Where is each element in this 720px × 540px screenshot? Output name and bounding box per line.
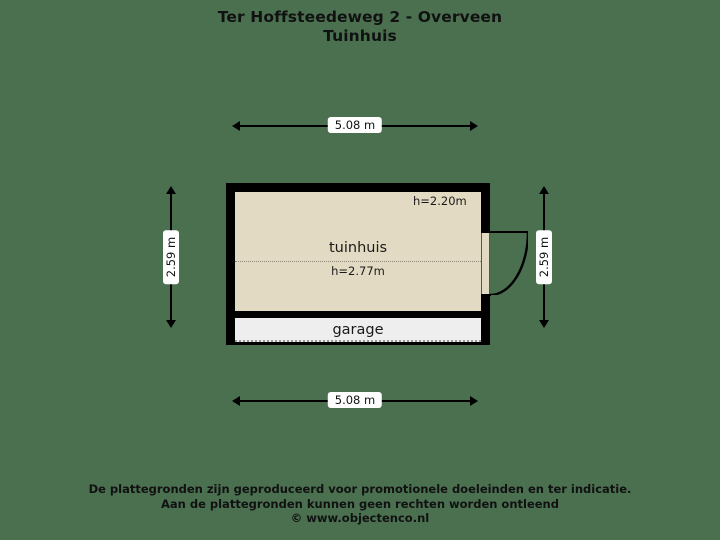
property-address: Ter Hoffsteedeweg 2 - Overveen — [217, 8, 503, 26]
disclaimer-line-2: Aan de plattegronden kunnen geen rechten… — [161, 496, 559, 511]
dimension-top: 5.08 m — [232, 117, 478, 133]
door-swing-arc-icon — [490, 232, 528, 295]
dimension-left: 2.59 m — [163, 186, 179, 328]
door-opening[interactable] — [481, 233, 490, 295]
dimension-top-label: 5.08 m — [327, 117, 383, 133]
dimension-bottom: 5.08 m — [232, 392, 478, 408]
disclaimer-footer: De plattegronden zijn geproduceerd voor … — [0, 482, 720, 526]
partition-dotted-line — [235, 261, 481, 262]
door-jamb-bottom — [481, 294, 491, 296]
disclaimer-line-1: De plattegronden zijn geproduceerd voor … — [88, 482, 632, 496]
arrow-left-icon — [232, 121, 240, 131]
dimension-right: 2.59 m — [536, 186, 552, 328]
room-label-tuinhuis: tuinhuis — [328, 240, 388, 256]
door-jamb-top — [481, 231, 491, 233]
room-garage[interactable] — [235, 318, 481, 342]
dimension-left-label: 2.59 m — [163, 229, 179, 285]
door-leaf — [490, 231, 528, 233]
ceiling-height-note: h=2.20m — [413, 194, 467, 208]
arrow-up-icon — [166, 186, 176, 194]
room-height-tuinhuis: h=2.77m — [331, 264, 385, 278]
dimension-bottom-label: 5.08 m — [327, 392, 383, 408]
arrow-right-icon — [470, 121, 478, 131]
copyright-website: © www.objectenco.nl — [290, 511, 430, 525]
page-title: Ter Hoffsteedeweg 2 - Overveen Tuinhuis — [0, 8, 720, 46]
arrow-up-icon — [539, 186, 549, 194]
arrow-down-icon — [166, 320, 176, 328]
room-label-garage: garage — [332, 322, 384, 338]
arrow-down-icon — [539, 320, 549, 328]
dimension-right-label: 2.59 m — [536, 229, 552, 285]
room-tuinhuis[interactable] — [235, 192, 481, 311]
arrow-right-icon — [470, 396, 478, 406]
arrow-left-icon — [232, 396, 240, 406]
property-subtitle: Tuinhuis — [323, 27, 397, 45]
